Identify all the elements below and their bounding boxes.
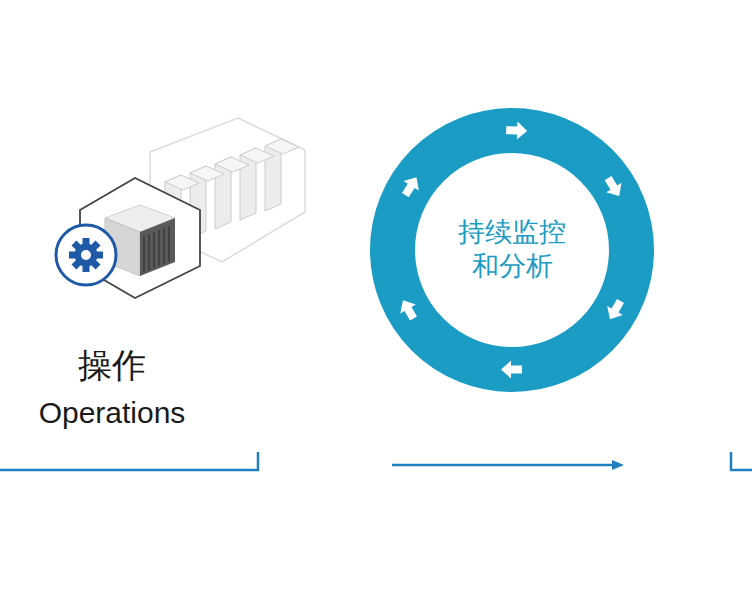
server-slab-top [240,148,274,163]
server-slab-top [165,175,199,190]
cycle-arrow [600,173,626,200]
cycle-arrow [602,297,628,324]
server-slab-top [215,157,249,172]
monitoring-ring: 持续监控 和分析 [370,108,654,392]
bracket [731,452,752,470]
cycle-arrow [506,121,528,140]
stripe [143,236,145,272]
stage-label: Operations [39,396,186,430]
stage-label: 操作 [78,343,146,389]
cube-stripes [144,226,169,272]
server-slab-top [265,139,299,154]
stripe [148,234,150,270]
cube-side [140,218,175,276]
stripe [153,232,155,268]
gear-hole [81,250,91,260]
ring [393,131,632,370]
cycle-arrow [501,361,522,379]
ring-shape [370,108,654,392]
bracket [0,452,258,470]
cycle-arrow [398,173,424,200]
cycle-arrow [395,296,421,323]
gear-body [75,244,98,267]
server-slab-top [190,166,224,181]
gear-icon [69,238,103,272]
stripe [158,230,160,266]
flow-arrow [392,464,614,467]
gear-badge [56,225,116,285]
stripe [163,228,165,264]
arrow-head [612,460,624,470]
stripe [168,226,170,262]
ring-text: 持续监控 和分析 [447,216,577,284]
